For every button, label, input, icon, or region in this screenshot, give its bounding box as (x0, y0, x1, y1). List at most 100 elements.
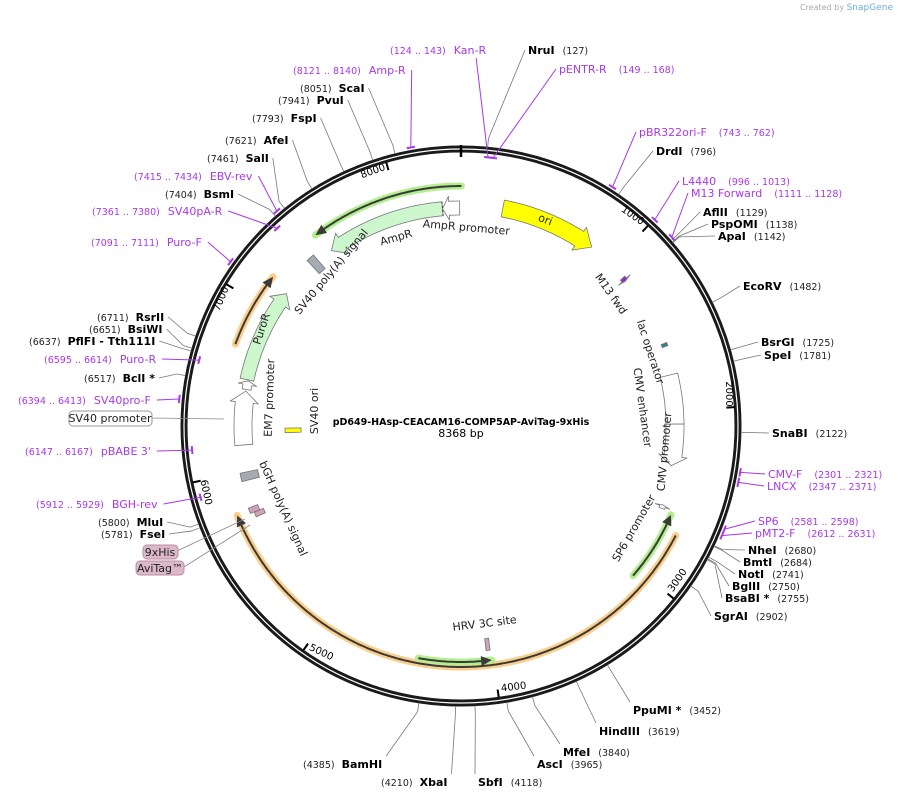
site-name[interactable]: FspI (291, 112, 317, 125)
restriction-site[interactable]: BmtI(2684) (713, 546, 812, 569)
primer-name[interactable]: Amp-R (369, 64, 406, 77)
feature-sv40-ori[interactable] (284, 427, 302, 434)
primer-binding-site[interactable]: (6394 .. 6413)SV40pro-F (18, 394, 181, 407)
site-name[interactable]: BmtI (743, 556, 772, 569)
primer-binding-site[interactable]: M13 Forward(1111 .. 1128) (668, 187, 842, 241)
sv40-promoter-callout[interactable]: SV40 promoter (68, 410, 225, 427)
site-name[interactable]: ScaI (339, 82, 365, 95)
site-name[interactable]: SnaBI (772, 427, 808, 440)
site-name[interactable]: HindIII (599, 725, 640, 738)
site-name[interactable]: AscI (537, 758, 563, 771)
primer-name[interactable]: pBR322ori-F (639, 126, 707, 139)
feature-his-tag[interactable] (253, 507, 266, 518)
orf-arrow[interactable] (233, 511, 680, 671)
restriction-site[interactable]: SnaBI(2122) (740, 427, 847, 440)
primer-name[interactable]: SV40pro-F (94, 394, 151, 407)
restriction-site[interactable]: (4210)XbaI (381, 705, 456, 789)
site-name[interactable]: NheI (748, 544, 777, 557)
site-name[interactable]: SbfI (478, 776, 503, 789)
restriction-site[interactable]: (7621)AfeI (225, 134, 313, 190)
feature-sv40-polya[interactable] (306, 254, 326, 275)
feature-em7-promoter[interactable] (238, 380, 258, 391)
site-name[interactable]: BsaBI * (725, 592, 770, 605)
primer-binding-site[interactable]: SP6(2581 .. 2598) (722, 515, 858, 534)
feature-label-ori[interactable]: ori (536, 211, 554, 228)
restriction-site[interactable]: (5781)FseI (101, 527, 201, 541)
primer-binding-site[interactable]: LNCX(2347 .. 2371) (736, 477, 876, 493)
feature-cmv-promoter[interactable] (657, 423, 689, 467)
feature-bgh-polya[interactable] (239, 469, 260, 483)
primer-binding-site[interactable]: L4440(996 .. 1013) (651, 175, 790, 224)
feature-sp6-promoter[interactable] (654, 503, 671, 510)
orf-arrow[interactable] (231, 273, 277, 348)
restriction-site[interactable]: NruI(127) (487, 44, 588, 148)
restriction-site[interactable]: (6517)BclI * (84, 372, 186, 385)
primer-name[interactable]: LNCX (767, 480, 797, 493)
primer-binding-site[interactable]: pMT2-F(2612 .. 2631) (719, 527, 875, 540)
site-name[interactable]: NotI (738, 568, 764, 581)
restriction-site[interactable]: (8051)ScaI (300, 82, 396, 154)
primer-binding-site[interactable]: (5912 .. 5929)BGH-rev (36, 493, 203, 511)
restriction-site[interactable]: ApaI(1142) (672, 230, 786, 244)
site-name[interactable]: PflFI - Tth111I (68, 335, 156, 348)
feature-m13-fwd[interactable] (618, 274, 631, 286)
site-name[interactable]: BsrGI (761, 336, 794, 349)
restriction-site[interactable]: NotI(2741) (708, 556, 804, 581)
restriction-site[interactable]: (7941)PvuI (278, 94, 374, 161)
feature-label-sv40-ori[interactable]: SV40 ori (308, 388, 321, 434)
restriction-site[interactable]: SpeI(1781) (733, 349, 831, 362)
primer-binding-site[interactable]: (8121 .. 8140)Amp-R (293, 64, 416, 150)
site-name[interactable]: AfeI (264, 134, 289, 147)
restriction-site[interactable]: (6637)PflFI - Tth111I (29, 335, 192, 352)
site-name[interactable]: SalI (246, 152, 269, 165)
primer-binding-site[interactable]: (7415 .. 7434)EBV-rev (134, 170, 281, 215)
site-name[interactable]: FseI (140, 528, 166, 541)
site-name[interactable]: DrdI (656, 145, 683, 158)
orf-arrow[interactable] (629, 511, 675, 580)
site-name[interactable]: BamHI (342, 758, 383, 771)
primer-binding-site[interactable]: CMV-F(2301 .. 2321) (738, 467, 882, 481)
feature-label-ampr-promoter[interactable]: AmpR promoter (422, 217, 511, 238)
primer-binding-site[interactable]: pENTR-R(149 .. 168) (489, 63, 674, 160)
restriction-site[interactable]: (6711)RsrII (97, 311, 196, 337)
primer-binding-site[interactable]: (6147 .. 6167)pBABE 3' (25, 445, 194, 458)
primer-name[interactable]: SP6 (758, 515, 779, 528)
restriction-site[interactable]: PpuMI *(3452) (606, 664, 721, 717)
site-name[interactable]: NruI (528, 44, 555, 57)
site-name[interactable]: BglII (732, 580, 760, 593)
restriction-site[interactable]: NheI(2680) (713, 544, 816, 557)
restriction-site[interactable]: SbfI(4118) (474, 705, 542, 789)
primer-name[interactable]: CMV-F (768, 468, 802, 481)
site-name[interactable]: XbaI (420, 776, 448, 789)
site-name[interactable]: MluI (137, 516, 164, 529)
primer-name[interactable]: pMT2-F (755, 527, 796, 540)
feature-sv40-promoter[interactable] (229, 390, 260, 447)
site-name[interactable]: SgrAI (714, 610, 748, 623)
site-name[interactable]: AflII (703, 206, 728, 219)
restriction-site[interactable]: (6651)BsiWI (89, 323, 193, 349)
restriction-site[interactable]: DrdI(796) (618, 145, 717, 195)
site-name[interactable]: RsrII (136, 311, 165, 324)
primer-name[interactable]: SV40pA-R (168, 205, 223, 218)
feature-puror[interactable] (239, 293, 291, 382)
restriction-site[interactable]: MfeI(3840) (532, 696, 630, 759)
site-name[interactable]: PpuMI * (633, 704, 682, 717)
orf-arrow[interactable] (414, 654, 496, 667)
feature-ampr[interactable] (330, 201, 444, 254)
site-name[interactable]: BsmI (204, 188, 235, 201)
primer-name[interactable]: pENTR-R (559, 63, 607, 76)
restriction-site[interactable]: BsrGI(1725) (730, 336, 834, 351)
orf-arrow[interactable] (311, 182, 465, 239)
feature-ampr-promoter[interactable] (442, 196, 461, 221)
feature-label-hrv3c[interactable]: HRV 3C site (452, 613, 518, 634)
restriction-site[interactable]: (4385)BamHI (303, 702, 420, 771)
primer-name[interactable]: L4440 (682, 175, 716, 188)
feature-hrv3c[interactable] (484, 637, 491, 652)
primer-binding-site[interactable]: (124 .. 143)Kan-R (390, 44, 493, 159)
restriction-site[interactable]: (5800)MluI (98, 516, 199, 529)
restriction-site[interactable]: (7461)SalI (207, 152, 286, 209)
feature-ori[interactable] (500, 199, 593, 251)
feature-avitag[interactable] (247, 504, 261, 514)
restriction-site[interactable]: BsaBI *(2755) (706, 559, 809, 605)
restriction-site[interactable]: HindIII(3619) (575, 681, 680, 738)
